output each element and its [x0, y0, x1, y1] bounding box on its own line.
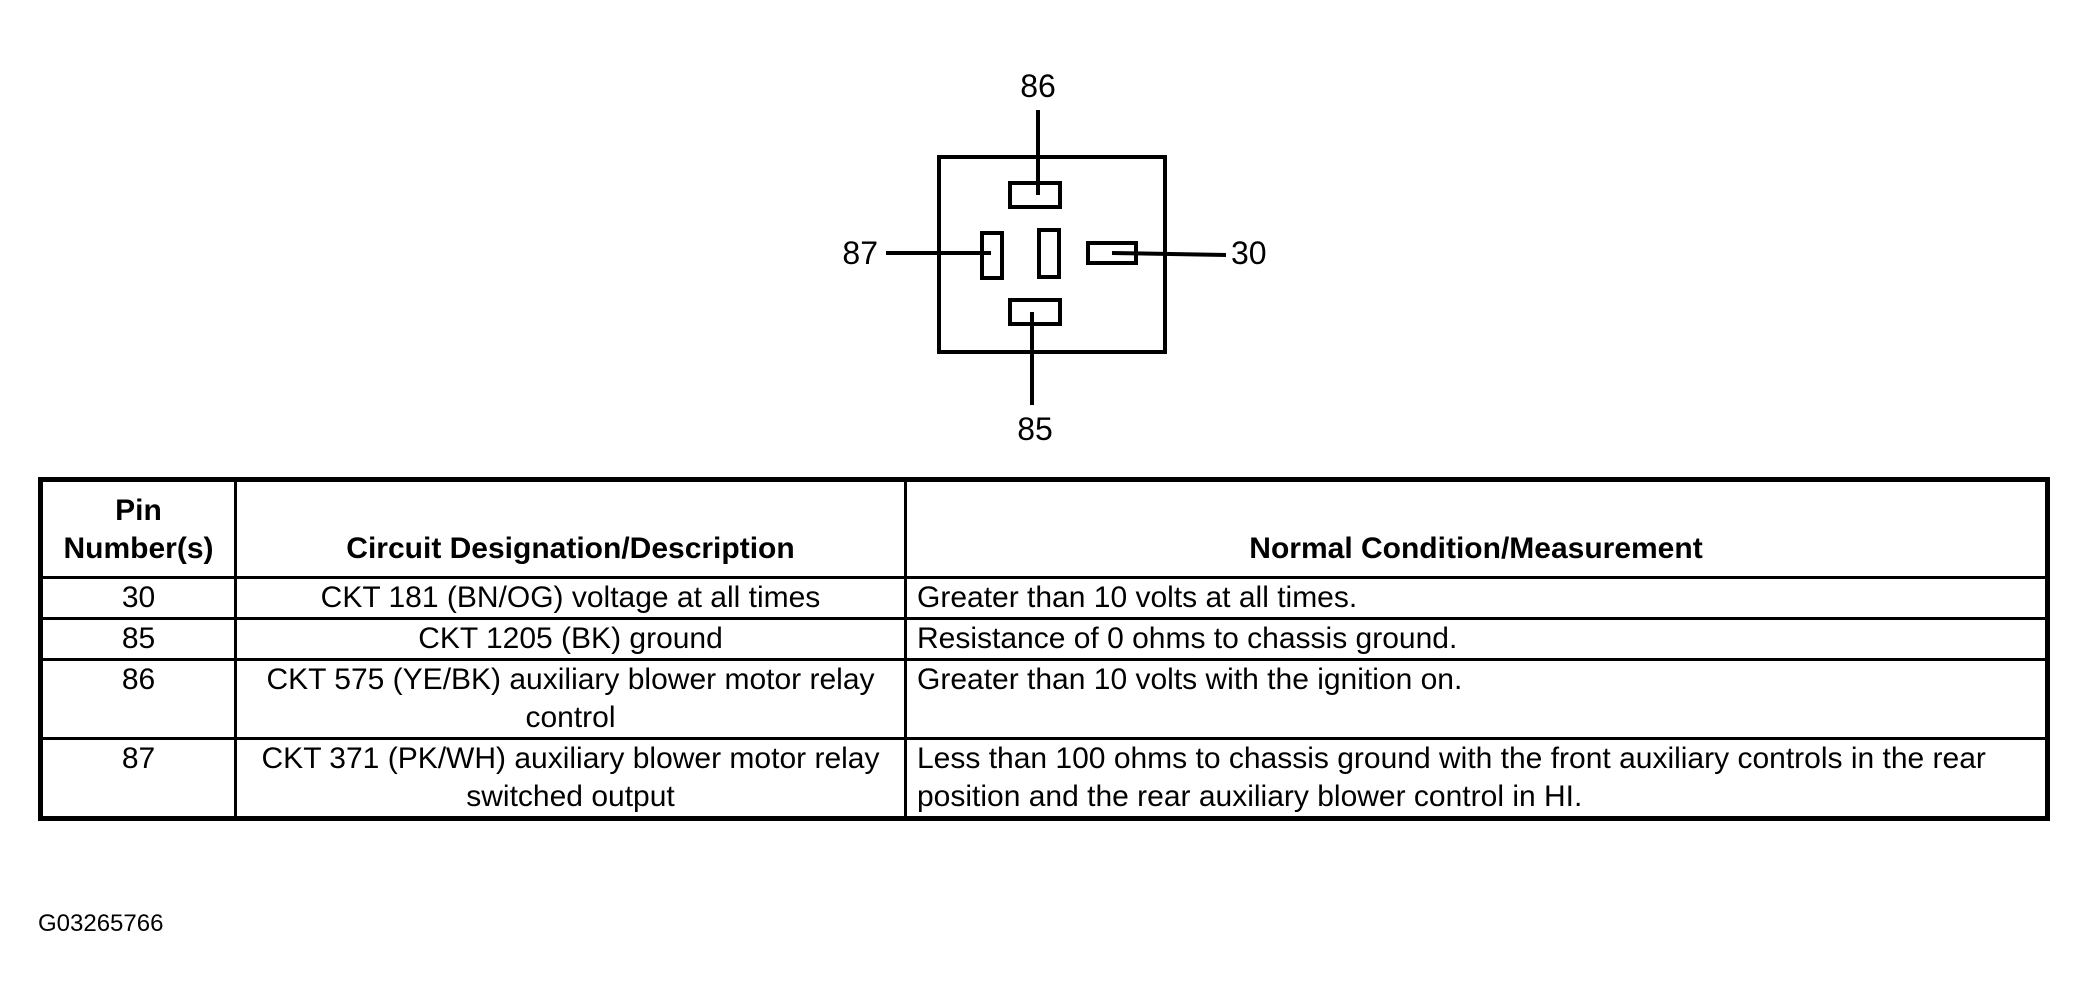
table-row: 85 CKT 1205 (BK) ground Resistance of 0 …	[39, 617, 2049, 661]
table-header-row: Pin Number(s) Circuit Designation/Descri…	[39, 478, 2049, 579]
pin-test-table: Pin Number(s) Circuit Designation/Descri…	[38, 477, 2050, 821]
relay-connector-diagram: 86 87 30 85	[842, 68, 1267, 447]
pin-label-87: 87	[842, 235, 878, 271]
cell-condition: Less than 100 ohms to chassis ground wit…	[904, 737, 2049, 820]
cell-condition: Greater than 10 volts with the ignition …	[904, 658, 2049, 740]
terminal-center	[1037, 228, 1061, 279]
cell-condition: Resistance of 0 ohms to chassis ground.	[904, 617, 2049, 661]
cell-pin: 85	[39, 617, 237, 661]
pin-label-85: 85	[1017, 411, 1053, 447]
figure-id: G03265766	[38, 910, 164, 937]
cell-pin: 87	[39, 737, 237, 820]
cell-circuit: CKT 371 (PK/WH) auxiliary blower motor r…	[234, 737, 907, 820]
header-circuit: Circuit Designation/Description	[234, 478, 907, 579]
cell-pin: 30	[39, 576, 237, 620]
cell-circuit: CKT 1205 (BK) ground	[234, 617, 907, 661]
cell-pin: 86	[39, 658, 237, 740]
table-row: 86 CKT 575 (YE/BK) auxiliary blower moto…	[39, 658, 2049, 740]
table-row: 30 CKT 181 (BN/OG) voltage at all times …	[39, 576, 2049, 620]
leader-30	[1111, 251, 1227, 257]
header-pin-line1: Pin	[115, 494, 162, 527]
terminal-87	[980, 231, 1004, 280]
pin-label-30: 30	[1231, 235, 1267, 271]
header-condition: Normal Condition/Measurement	[904, 478, 2049, 579]
cell-circuit: CKT 181 (BN/OG) voltage at all times	[234, 576, 907, 620]
pin-label-86: 86	[1020, 68, 1056, 104]
header-pin-line2: Number(s)	[63, 532, 214, 565]
terminal-85	[1008, 298, 1062, 326]
terminal-86	[1008, 181, 1062, 209]
cell-condition: Greater than 10 volts at all times.	[904, 576, 2049, 620]
header-pin-numbers: Pin Number(s)	[39, 478, 237, 579]
table-row: 87 CKT 371 (PK/WH) auxiliary blower moto…	[39, 737, 2049, 820]
cell-circuit: CKT 575 (YE/BK) auxiliary blower motor r…	[234, 658, 907, 740]
